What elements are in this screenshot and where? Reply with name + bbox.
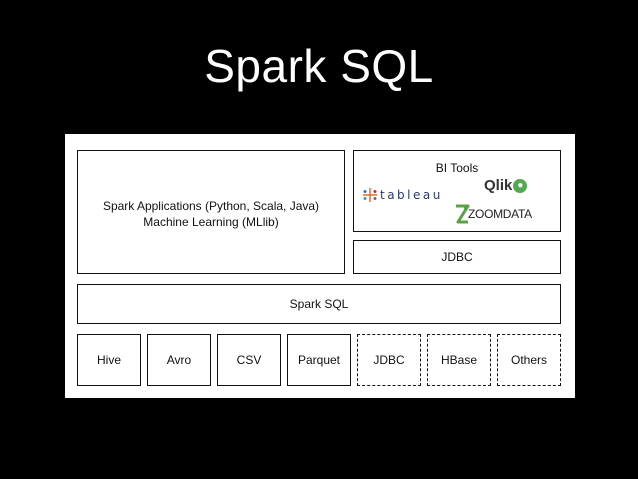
tableau-cross-icon [363,188,377,202]
source-jdbc-label: JDBC [373,353,405,367]
applications-line-1: Spark Applications (Python, Scala, Java) [102,199,320,213]
source-others-label: Others [510,353,547,367]
spark-applications-box: Spark Applications (Python, Scala, Java)… [77,150,345,274]
source-parquet-label: Parquet [297,353,341,367]
qlik-wordmark: Qlik [484,177,513,194]
slide-title: Spark SQL [204,40,434,92]
architecture-diagram: Spark Applications (Python, Scala, Java)… [65,134,575,398]
spark-sql-layer-box: Spark SQL [77,284,561,324]
bi-tools-label: BI Tools [435,161,479,175]
source-parquet-box: Parquet [287,334,351,386]
jdbc-layer-label: JDBC [441,250,473,264]
zoomdata-z-icon [456,204,470,224]
source-hbase-box: HBase [427,334,491,386]
source-hive-box: Hive [77,334,141,386]
source-csv-box: CSV [217,334,281,386]
source-csv-label: CSV [236,353,262,367]
jdbc-layer-box: JDBC [353,240,561,274]
source-avro-box: Avro [147,334,211,386]
bi-tools-box: BI Tools tableau Qlik ● [353,150,561,232]
source-jdbc-box: JDBC [357,334,421,386]
source-avro-label: Avro [166,353,192,367]
qlik-q-icon: ● [513,178,528,193]
tableau-wordmark: tableau [380,188,443,202]
zoomdata-logo: ZOOMDATA [454,203,532,225]
source-hive-label: Hive [96,353,121,367]
applications-line-2: Machine Learning (MLlib) [143,215,279,229]
tableau-logo: tableau [362,187,443,203]
source-hbase-label: HBase [440,353,478,367]
source-others-box: Others [497,334,561,386]
zoomdata-wordmark: ZOOMDATA [468,207,532,221]
spark-sql-layer-label: Spark SQL [289,297,349,311]
qlik-logo: Qlik ● [484,177,528,194]
